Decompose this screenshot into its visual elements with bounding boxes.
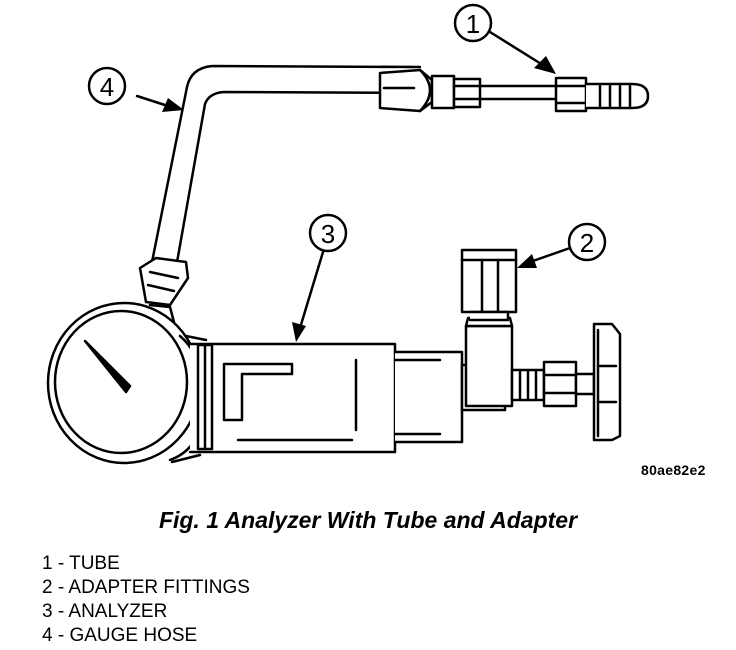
callout-labels: 1 2 3 4 xyxy=(100,9,594,258)
legend-item: 1 - TUBE xyxy=(42,553,120,574)
adapter-fittings xyxy=(460,248,622,442)
analyzer-body xyxy=(188,342,464,454)
legend-item: 3 - ANALYZER xyxy=(42,601,168,622)
analyzer-illustration: 1 2 3 4 xyxy=(46,3,650,465)
leader-lines xyxy=(135,30,572,330)
pressure-gauge xyxy=(46,301,208,465)
legend-list: 1 - TUBE 2 - ADAPTER FITTINGS 3 - ANALYZ… xyxy=(42,552,250,648)
figure-caption: Fig. 1 Analyzer With Tube and Adapter xyxy=(158,507,578,533)
gauge-hose xyxy=(138,64,422,332)
callout-circles xyxy=(87,3,607,262)
callout-1: 1 xyxy=(466,9,480,39)
legend-item: 2 - ADAPTER FITTINGS xyxy=(42,577,250,598)
callout-3: 3 xyxy=(321,219,335,249)
callout-4: 4 xyxy=(100,72,114,102)
tube-assembly xyxy=(378,68,650,113)
legend-item: 4 - GAUGE HOSE xyxy=(42,625,198,646)
callout-2: 2 xyxy=(580,228,594,258)
arrow-heads xyxy=(162,56,556,342)
image-code: 80ae82e2 xyxy=(641,462,706,478)
